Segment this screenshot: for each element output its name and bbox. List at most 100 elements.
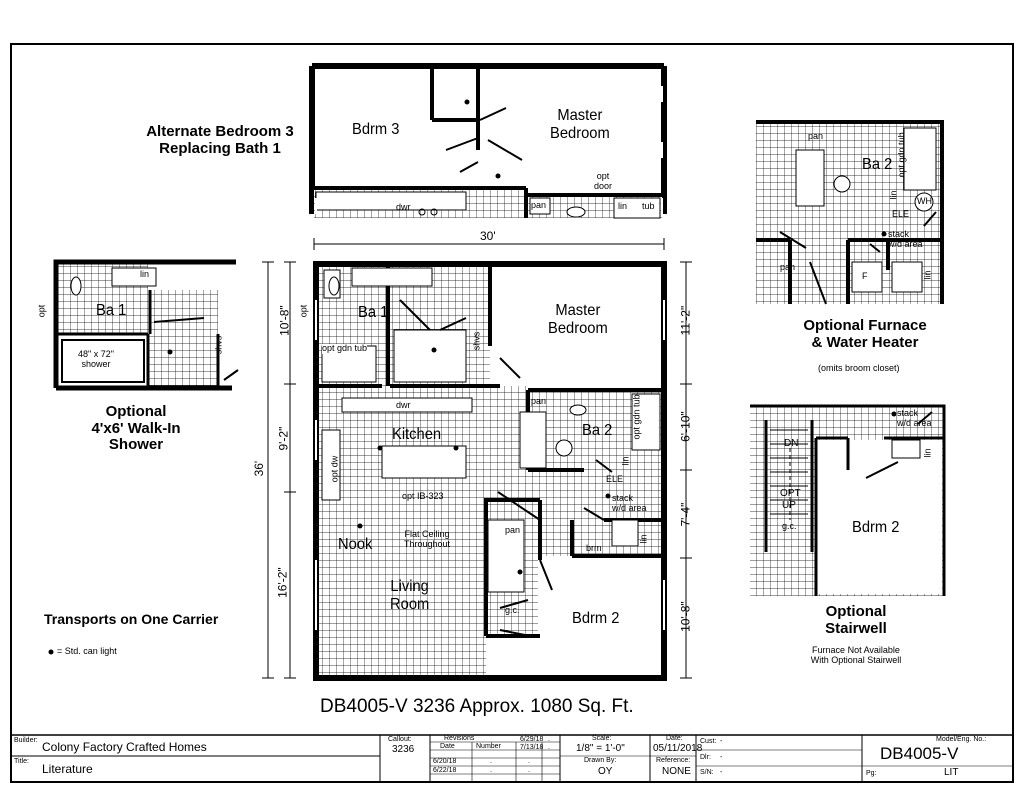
transport-note: Transports on One Carrier (44, 611, 219, 627)
alt-dwr-label: dwr (396, 202, 411, 212)
tb-model: DB4005-V (880, 744, 959, 763)
bath2-label: Ba 2 (582, 422, 613, 439)
left-dim-1: 10'-8" (277, 305, 292, 336)
kitchen-label: Kitchen (392, 426, 442, 443)
furnace-plan (756, 120, 944, 305)
opt-dw-label: opt dw (329, 455, 340, 483)
stair-gc-label: g.c. (782, 521, 797, 531)
tb-sn-label: S/N: (700, 769, 714, 776)
tb-rev-dot-4: . (528, 767, 530, 774)
depth-dim-label: 36' (252, 460, 267, 477)
shvs-label: shvs (471, 331, 482, 351)
furnace-title: Optional Furnace& Water Heater (803, 317, 927, 351)
tb-rev-dot-2: . (490, 767, 492, 774)
stair-dn-label: DN (784, 438, 799, 449)
furnace-pan-label: pan (808, 131, 824, 141)
tb-builder: Colony Factory Crafted Homes (42, 740, 207, 754)
width-dim-label: 30' (480, 229, 496, 243)
furnace-f-label: F (862, 271, 868, 281)
tb-rev-dot-3: . (528, 758, 530, 765)
furnace-gdn-label: opt gdn tub (896, 132, 907, 178)
tb-number-label: Number (476, 743, 501, 750)
bath1-label: Ba 1 (358, 304, 389, 321)
furnace-lin2-label: lin (922, 270, 933, 280)
gc-label: g.c. (505, 605, 520, 615)
dwr-label: dwr (396, 400, 411, 410)
alt-pan-label: pan (531, 200, 547, 210)
shower-lin-label: lin (140, 269, 150, 279)
alt-lin-label: lin (618, 201, 628, 211)
furnace-subtitle: (omits broom closet) (818, 363, 900, 373)
ba2-gdn-tub-label: opt gdn tub (631, 394, 642, 440)
tb-dlr-label: Dlr: (700, 754, 711, 761)
ba2-lin-label: lin (620, 456, 631, 466)
tb-rev-date-1: 6/29/18 (520, 736, 544, 743)
tb-date-label: Date (440, 743, 455, 750)
right-dim-1: 11'-2" (678, 305, 693, 336)
tb-dlr: - (720, 754, 723, 761)
tb-date2: 05/11/2018 (653, 743, 703, 754)
tb-callout: 3236 (392, 744, 415, 755)
nook-label: Nook (338, 536, 373, 553)
tb-date2-label: Date: (666, 735, 683, 742)
shower-size-label: 48" x 72"shower (78, 349, 114, 369)
can-light-legend-dot (48, 649, 54, 655)
opt-ib-label: opt IB-323 (402, 491, 444, 501)
tb-sn: - (720, 769, 723, 776)
tb-reference-label: Reference: (656, 757, 691, 764)
tb-drawn: OY (598, 766, 613, 777)
bdrm2-pan-label: pan (505, 525, 521, 535)
shower-shvs-label: shvs (213, 335, 224, 355)
tb-scale: 1/8" = 1'-0" (576, 743, 625, 754)
opt-gdn-tub-label: opt gdn tub (322, 343, 368, 354)
tb-rev-date-2: 7/13/18 (520, 744, 544, 751)
tb-rev-dot-6: . (548, 744, 550, 751)
right-dim-4: 10'-8" (678, 601, 693, 632)
tb-reference: NONE (662, 766, 691, 777)
lin-label: lin (638, 534, 649, 544)
furnace-wh-label: WH (917, 196, 932, 206)
tb-title-label: Title: (14, 758, 29, 765)
tb-scale-label: Scale: (592, 735, 612, 742)
plan-title: DB4005-V 3236 Approx. 1080 Sq. Ft. (320, 696, 634, 717)
title-block-frame (11, 734, 1013, 782)
tb-cust: - (720, 738, 723, 745)
right-dim-3: 7'-4" (678, 502, 693, 527)
furnace-ele-label: ELE (892, 209, 910, 219)
stair-lin-label: lin (922, 448, 933, 458)
tb-rev-date-3: 6/20/18 (433, 758, 457, 765)
left-dim-3: 16'-2" (275, 567, 290, 598)
tb-rev-date-4: 6/22/18 (433, 767, 457, 774)
ele-label: ELE (606, 474, 624, 484)
tb-callout-label: Callout: (388, 736, 412, 743)
bedroom2-label: Bdrm 2 (572, 610, 620, 627)
left-dim-2: 9'-2" (276, 426, 291, 451)
stair-up-label: UP (782, 500, 796, 511)
shower-bath-label: Ba 1 (96, 302, 127, 319)
tb-rev-dot-5: . (548, 736, 550, 743)
furnace-bath-label: Ba 2 (862, 156, 893, 173)
main-plan-dimensions (262, 261, 692, 679)
brm-label: brm (586, 543, 602, 553)
tb-model-label: Model/Eng. No.: (936, 736, 987, 743)
main-floor-plan (313, 261, 667, 681)
walk-in-shower-plan (53, 259, 239, 391)
tb-drawn-label: Drawn By: (584, 757, 617, 764)
alt-tub-label: tub (642, 201, 655, 211)
tb-rev-dot-1: . (490, 758, 492, 765)
furnace-pan2-label: pan (780, 262, 796, 272)
width-dimension-line (313, 238, 665, 250)
furnace-lin-label: lin (888, 190, 899, 200)
